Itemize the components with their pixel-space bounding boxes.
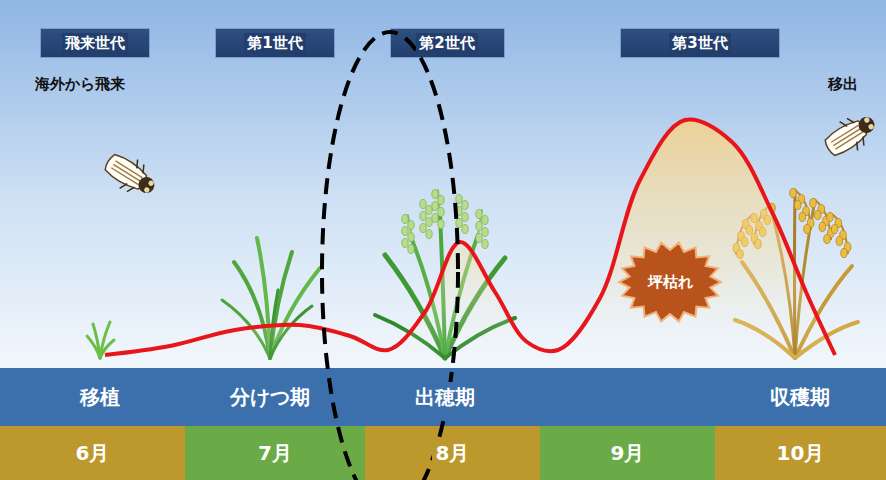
- rice-grain: [476, 222, 482, 231]
- rice-grain: [426, 206, 432, 215]
- population-curve: [105, 119, 835, 355]
- starburst-outline: [619, 243, 721, 322]
- generation-box: 第1世代: [215, 28, 335, 58]
- rice-grain: [836, 236, 843, 245]
- rice-grain: [408, 245, 414, 254]
- month-label: 10月: [773, 439, 829, 468]
- generation-box: 第3世代: [620, 28, 780, 58]
- rice-grain: [420, 224, 426, 233]
- stage-slot: 出穂期: [335, 368, 555, 426]
- rice-grain: [819, 222, 826, 231]
- rice-grain: [420, 212, 426, 221]
- rice-grain: [831, 224, 838, 233]
- growth-stage-label: 移植: [76, 382, 124, 413]
- stage-slot: 分けつ期: [160, 368, 380, 426]
- population-glow: [105, 119, 835, 368]
- rice-grain: [462, 213, 468, 222]
- rice-grain: [402, 227, 408, 236]
- rice-grain: [420, 200, 426, 209]
- rice-grain: [810, 198, 817, 207]
- sky: [0, 0, 886, 368]
- planthopper-icon: [99, 147, 162, 204]
- planthopper-icon: [819, 106, 882, 163]
- rice-grain: [402, 215, 408, 224]
- rice-grain: [456, 219, 462, 228]
- generation-box: 第2世代: [390, 28, 505, 58]
- rice-grain: [432, 202, 438, 211]
- rice-grain: [462, 225, 468, 234]
- rice-grain: [482, 216, 488, 225]
- generation-box: 飛来世代: [40, 28, 150, 58]
- damage-label: 坪枯れ: [648, 273, 693, 292]
- stage-slot: 移植: [0, 368, 210, 426]
- rice-grain: [794, 200, 801, 209]
- growth-stage-label: 収穫期: [766, 382, 834, 413]
- rice-grain: [482, 228, 488, 237]
- generation-label: 飛来世代: [62, 33, 128, 54]
- rice-grain: [790, 188, 797, 197]
- annotation-label: 移出: [828, 75, 858, 93]
- generation-label: 第3世代: [669, 33, 730, 54]
- annotation-label: 海外から飛来: [35, 75, 125, 93]
- rice-grain: [824, 234, 831, 243]
- rice-grain: [799, 212, 806, 221]
- rice-grain: [462, 201, 468, 210]
- rice-grain: [438, 208, 444, 217]
- rice-grain: [432, 190, 438, 199]
- rice-grain: [804, 224, 811, 233]
- month-label: 9月: [607, 439, 649, 468]
- rice-grain: [438, 196, 444, 205]
- rice-ears: [402, 190, 488, 254]
- generation-label: 第2世代: [416, 33, 477, 54]
- rice-grain: [408, 233, 414, 242]
- rice-grain: [841, 248, 848, 257]
- stage-slot: 収穫期: [690, 368, 886, 426]
- damage-starburst: 坪枯れ: [617, 240, 723, 324]
- rice-grain: [456, 195, 462, 204]
- rice-grain: [482, 240, 488, 249]
- rice-grain: [438, 220, 444, 229]
- rice-grain: [402, 239, 408, 248]
- rice-grain: [456, 207, 462, 216]
- month-label: 7月: [254, 439, 296, 468]
- rice-grain: [476, 210, 482, 219]
- month-cell: 9月: [540, 426, 715, 480]
- dashed-highlight-ellipse: [322, 32, 458, 480]
- month-cell: 10月: [715, 426, 886, 480]
- rice-grain: [432, 214, 438, 223]
- month-label: 6月: [72, 439, 114, 468]
- rice-grain: [476, 234, 482, 243]
- month-cell: 6月: [0, 426, 185, 480]
- rice-grain: [426, 218, 432, 227]
- month-label: 8月: [432, 439, 474, 468]
- label-slot: 移出: [828, 74, 858, 94]
- rice-grain: [408, 221, 414, 230]
- rice-grain: [827, 212, 834, 221]
- month-cell: 7月: [185, 426, 365, 480]
- rice-grain: [814, 210, 821, 219]
- growth-stage-band: 移植 分けつ期 出穂期 収穫期: [0, 368, 886, 426]
- rice-grain: [426, 230, 432, 239]
- label-slot: 海外から飛来: [35, 74, 125, 94]
- growth-stage-label: 分けつ期: [226, 382, 314, 413]
- month-cell: 8月: [365, 426, 540, 480]
- generation-label: 第1世代: [244, 33, 305, 54]
- growth-stage-label: 出穂期: [411, 382, 479, 413]
